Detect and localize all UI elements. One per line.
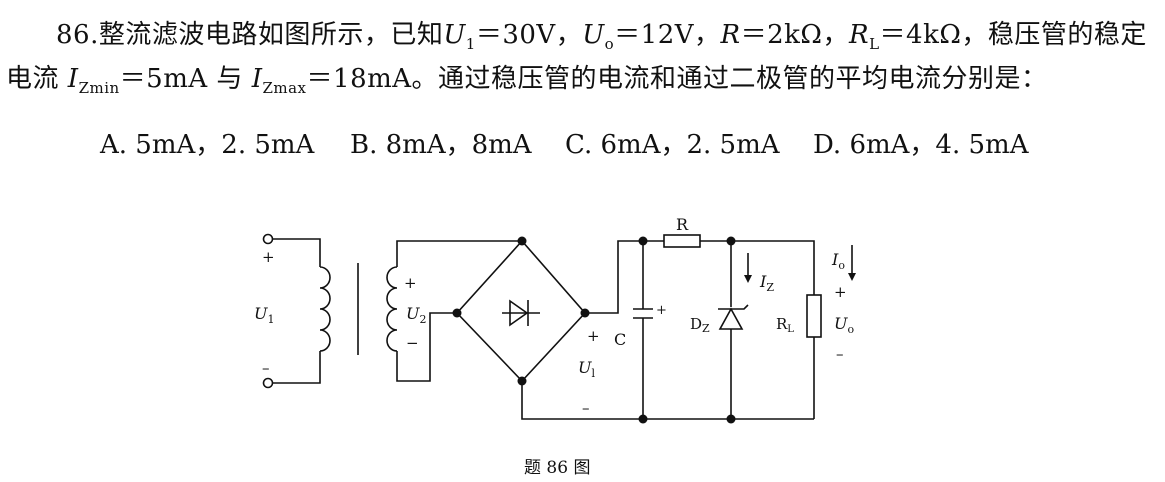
uo-label: Uo [834,314,854,336]
u2-plus-sign: + [404,274,417,292]
uo-value: ＝12V， [614,20,721,50]
input-terminal-bottom [262,377,274,389]
u2-label: U2 [406,304,426,326]
u2-minus-sign: − [406,334,419,352]
question-number: 86. [56,20,99,50]
node-zener-bottom [726,414,736,424]
load-resistor-label: RL [776,315,794,335]
input-terminal-top [262,233,274,245]
primary-coil [319,266,331,352]
primary-top-wire [272,238,321,267]
node-cap-bottom [638,414,648,424]
u1-plus-sign: + [262,248,275,266]
u1-label: U1 [254,304,274,326]
iz-arrow-icon [744,275,752,283]
rectifier-filter-circuit-diagram: + U1 – + U2 − + Ul – C + R IZ DZ RL Io +… [254,215,856,424]
capacitor-label: C [614,330,626,349]
uo-minus-sign: – [836,345,844,363]
node-bridge-top [517,236,527,246]
iz-label: IZ [759,272,774,294]
option-b[interactable]: B. 8mA，8mA [350,130,532,160]
option-a[interactable]: A. 5mA，2. 5mA [100,130,315,160]
question-text-b: 电流 [6,64,60,94]
izmax-value: ＝18mA。通过稳压管的电流和通过二极管的平均电流分别是： [306,64,1048,94]
node-bridge-bottom [517,376,527,386]
node-cap-top [638,236,648,246]
zener-label: DZ [690,315,710,335]
option-d[interactable]: D. 6mA，4. 5mA [813,130,1029,160]
izmin-symbol: I [67,64,79,94]
rl-value: ＝4kΩ，稳压管的稳定 [879,20,1147,50]
izmin-subscript: Zmin [78,79,120,97]
izmax-subscript: Zmax [262,79,307,97]
bridge-rectifier [455,239,587,383]
r-symbol: R [720,20,741,50]
secondary-top-wire [396,240,522,267]
node-zener-top [726,236,736,246]
dc-positive-wire [585,240,664,314]
rl-subscript: L [869,35,880,53]
capacitor-plus-sign: + [656,303,667,318]
series-resistor [663,234,701,248]
figure-caption: 题 86 图 [524,458,591,478]
secondary-coil [386,266,398,352]
node-bridge-right [580,308,590,318]
load-resistor [806,294,822,338]
izmin-value: ＝5mA 与 [119,64,243,94]
uo-subscript: o [604,35,615,53]
primary-bottom-wire [272,351,321,384]
u1-subscript: 1 [465,35,476,53]
question-line-1: 86.整流滤波电路如图所示，已知U1＝30V，Uo＝12V，R＝2kΩ，RL＝4… [56,14,1147,53]
uo-symbol: U [582,20,605,50]
uo-plus-sign: + [834,283,847,301]
bridge-diode-icon [509,299,529,327]
node-bridge-left [452,308,462,318]
io-label: Io [831,250,845,272]
question-line-2: 电流 IZmin＝5mA 与 IZmax＝18mA。通过稳压管的电流和通过二极管… [6,58,1048,97]
izmax-symbol: I [251,64,263,94]
zener-diode-icon [718,307,744,330]
ul-label: Ul [578,358,595,380]
question-text-a: 整流滤波电路如图所示，已知 [98,20,444,50]
ul-minus-sign: – [582,399,590,417]
zener-bar [718,304,749,310]
io-arrow-icon [848,273,856,281]
u1-symbol: U [443,20,466,50]
ul-plus-sign: + [587,327,600,345]
output-positive-rail [700,240,815,295]
secondary-bottom-wire [396,312,457,382]
u1-minus-sign: – [262,359,270,377]
u1-value: ＝30V， [475,20,583,50]
r-value: ＝2kΩ， [740,20,849,50]
dc-negative-rail [521,381,814,420]
option-c[interactable]: C. 6mA，2. 5mA [565,130,780,160]
rl-symbol: R [848,20,870,50]
series-resistor-label: R [676,215,689,234]
